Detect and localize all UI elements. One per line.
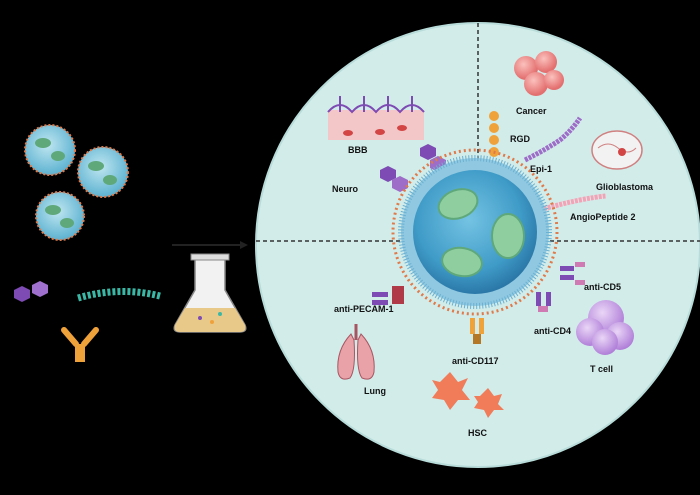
epi1-peptide-icon <box>523 116 583 163</box>
bbb-endothelium-icon <box>327 96 425 140</box>
rgd-peptide-icon <box>489 111 499 157</box>
process-arrow <box>172 241 248 249</box>
bbb-label: BBB <box>348 145 368 155</box>
central-nanoparticle-icon <box>391 148 559 316</box>
hsc-label: HSC <box>468 428 488 438</box>
anti-cd5-label: anti-CD5 <box>584 282 621 292</box>
polymer-chain-icon <box>77 288 161 302</box>
anti-pecam1-label: anti-PECAM-1 <box>334 304 394 314</box>
small-nanoparticle-1 <box>24 124 76 176</box>
neuro-label: Neuro <box>332 184 359 194</box>
hsc-icon <box>432 372 504 418</box>
cancer-cells-icon <box>514 51 564 96</box>
lung-icon <box>337 324 375 380</box>
anti-cd4-antibody-icon <box>536 292 551 312</box>
anti-cd117-label: anti-CD117 <box>452 356 499 366</box>
epi1-label: Epi-1 <box>530 164 552 174</box>
peptide-icon <box>14 281 48 302</box>
tcell-icon <box>576 300 634 355</box>
angiopeptide-label: AngioPeptide 2 <box>570 212 636 222</box>
anti-pecam1-antibody-icon <box>372 286 404 305</box>
small-nanoparticle-2 <box>77 146 129 198</box>
anti-cd4-label: anti-CD4 <box>534 326 571 336</box>
rgd-label: RGD <box>510 134 531 144</box>
cancer-label: Cancer <box>516 106 547 116</box>
flask-icon <box>173 253 247 333</box>
antibody-icon <box>61 327 99 362</box>
small-nanoparticle-3 <box>35 191 85 241</box>
brain-icon <box>591 130 643 170</box>
anti-cd117-antibody-icon <box>470 318 484 344</box>
glioblastoma-label: Glioblastoma <box>596 182 654 192</box>
anti-cd5-antibody-icon <box>560 262 585 285</box>
angiopeptide-icon <box>539 193 607 213</box>
lung-label: Lung <box>364 386 386 396</box>
tcell-label: T cell <box>590 364 613 374</box>
